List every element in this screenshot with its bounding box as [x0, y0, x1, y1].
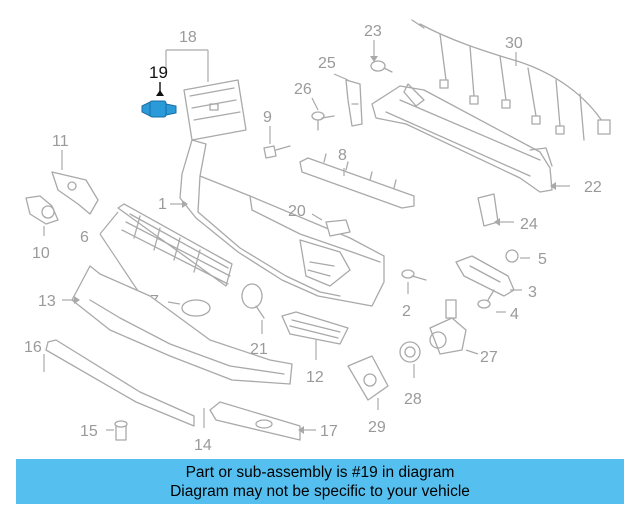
info-banner: Part or sub-assembly is #19 in diagram D…	[16, 459, 624, 504]
callout-9: 9	[263, 109, 272, 126]
callout-5: 5	[538, 251, 547, 268]
callout-6: 6	[80, 229, 89, 246]
part-27-sensor: 27	[429, 299, 498, 366]
callout-29: 29	[368, 419, 386, 436]
callout-24: 24	[520, 216, 538, 233]
part-4-bolt: 4	[477, 289, 519, 323]
part-15-pin: 15	[80, 420, 128, 441]
callout-30: 30	[505, 35, 523, 52]
part-19-clip	[141, 82, 177, 118]
callout-15: 15	[80, 423, 98, 440]
callout-26: 26	[294, 81, 312, 98]
callout-14: 14	[194, 437, 212, 454]
part-14-lead: 14	[194, 408, 212, 454]
part-22-beam: 22	[371, 83, 602, 196]
callout-3: 3	[528, 284, 537, 301]
part-6-lower-grille: 6	[80, 203, 233, 295]
part-30-harness: 30	[411, 19, 611, 141]
part-24-bracket: 24	[477, 193, 538, 233]
callout-11: 11	[52, 133, 69, 150]
banner-line-2: Diagram may not be specific to your vehi…	[170, 482, 470, 500]
part-18-license-bracket	[183, 79, 247, 141]
callout-23: 23	[364, 23, 382, 40]
callout-27: 27	[480, 349, 498, 366]
part-1-bumper-cover: 1	[158, 139, 385, 307]
part-25-bracket: 25	[318, 55, 363, 127]
part-9-bolt: 9	[263, 109, 291, 159]
callout-13: 13	[38, 293, 56, 310]
banner-line-1: Part or sub-assembly is #19 in diagram	[185, 463, 455, 481]
part-17-fog-trim: 17	[209, 401, 338, 441]
part-2-bolt: 2	[401, 269, 427, 320]
part-5-grommet: 5	[505, 249, 547, 268]
callout-12: 12	[306, 369, 324, 386]
part-12-fog-grille: 12	[281, 311, 349, 386]
callout-28: 28	[404, 391, 422, 408]
callout-18-bracket: 18	[165, 29, 209, 82]
part-11-bracket: 11	[51, 133, 99, 215]
callout-21: 21	[250, 341, 268, 358]
part-20-cap: 20	[288, 203, 351, 237]
part-26-bolt: 26	[294, 81, 335, 131]
part-23-bolt: 23	[364, 23, 393, 73]
callout-10: 10	[32, 245, 50, 262]
part-29-sensor-bracket: 29	[347, 355, 389, 436]
part-3-side-bracket: 3	[455, 255, 537, 301]
callout-4: 4	[510, 306, 519, 323]
callout-2: 2	[402, 303, 411, 320]
callout-16: 16	[24, 339, 42, 356]
callout-8: 8	[338, 147, 347, 164]
callout-18: 18	[179, 29, 197, 46]
callout-19: 19	[149, 63, 168, 82]
callout-25: 25	[318, 55, 336, 72]
part-10-sensor-bracket: 10	[25, 195, 59, 262]
callout-1: 1	[158, 196, 167, 213]
callout-17: 17	[320, 423, 338, 440]
part-28-sensor-ring: 28	[399, 341, 422, 408]
callout-22: 22	[584, 179, 602, 196]
callout-20: 20	[288, 203, 306, 220]
part-8-mount-bar: 8	[299, 147, 415, 209]
part-13-spoiler: 13	[38, 265, 293, 385]
part-21-ring: 21	[241, 283, 268, 358]
part-16-trim: 16	[24, 339, 195, 427]
